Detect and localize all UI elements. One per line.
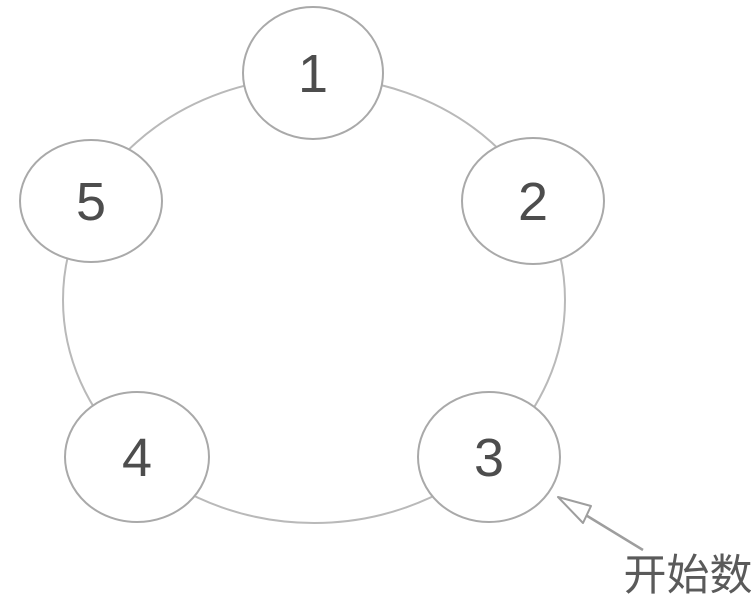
node-2-label: 2 (518, 172, 548, 232)
node-5-circle (19, 139, 163, 263)
arrow-shaft-line (583, 512, 644, 552)
node-3-circle (417, 391, 561, 523)
annotation-label: 开始数 (624, 552, 751, 600)
node-4-circle (64, 391, 210, 523)
node-3-label: 3 (474, 428, 504, 488)
annotation-arrow (557, 496, 644, 552)
node-4-label: 4 (122, 428, 152, 488)
node-1-circle (242, 6, 384, 140)
node-1-label: 1 (298, 44, 328, 104)
node-4: 4 (64, 391, 210, 523)
node-2: 2 (461, 137, 605, 265)
node-3: 3 (417, 391, 561, 523)
node-5: 5 (19, 139, 163, 263)
node-2-circle (461, 137, 605, 265)
node-1: 1 (242, 6, 384, 140)
node-5-label: 5 (76, 172, 106, 232)
arrowhead-icon (557, 496, 592, 524)
